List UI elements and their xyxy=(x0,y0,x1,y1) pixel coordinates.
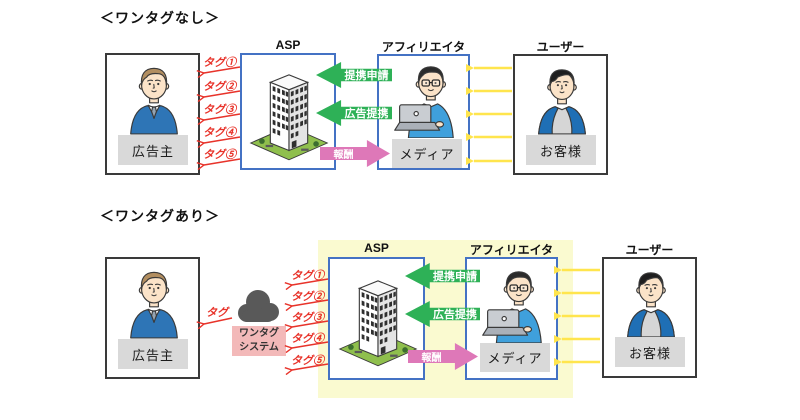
advertiser-label: 広告主 xyxy=(118,135,188,165)
media-label: メディア xyxy=(480,343,550,372)
advertiser-label: 広告主 xyxy=(118,339,188,369)
tag-arrow-label: タグ① xyxy=(203,57,236,69)
businessman-icon xyxy=(130,67,178,135)
affiliater-laptop-icon xyxy=(482,271,542,343)
tag-arrow-label: タグ① xyxy=(291,270,324,282)
user-title: ユーザー xyxy=(536,40,585,54)
onetag-line2: システム xyxy=(239,342,279,353)
user-flow-arrows-top xyxy=(466,64,512,165)
tag-arrow-label: タグ② xyxy=(203,81,236,93)
building-icon xyxy=(338,280,418,367)
section-title-no-onetag: ＜ワンタグなし＞ xyxy=(100,10,220,26)
user-title: ユーザー xyxy=(625,243,674,257)
onetag-system-label: ワンタグ システム xyxy=(232,326,286,356)
advertiser-box: 広告主 xyxy=(105,53,200,175)
affiliater-laptop-icon xyxy=(394,66,454,138)
affiliater-box: メディア xyxy=(377,54,470,170)
onetag-line1: ワンタグ xyxy=(239,327,279,339)
asp-title: ASP xyxy=(364,241,389,255)
building-icon xyxy=(249,74,329,161)
asp-title: ASP xyxy=(275,38,301,52)
advertiser-box: 広告主 xyxy=(105,257,200,379)
tag-arrow-label: タグ④ xyxy=(291,333,324,345)
tag-arrow-label: タグ⑤ xyxy=(203,149,236,161)
user-box: お客様 xyxy=(513,54,608,175)
affiliater-box: メディア xyxy=(465,257,558,380)
customer-label: お客様 xyxy=(615,337,685,367)
tag-arrow-label: タグ② xyxy=(291,291,324,303)
tag-arrow-label: タグ④ xyxy=(203,127,236,139)
cloud-icon xyxy=(238,290,279,322)
tag-arrow-label: タグ③ xyxy=(291,312,324,324)
tag-arrow-label: タグ③ xyxy=(203,104,236,116)
customer-label: お客様 xyxy=(526,135,596,165)
customer-icon xyxy=(627,272,675,338)
tag-arrow-label: タグ⑤ xyxy=(291,355,324,367)
user-box: お客様 xyxy=(602,257,697,378)
customer-icon xyxy=(538,69,586,135)
section-title-with-onetag: ＜ワンタグあり＞ xyxy=(100,208,220,224)
onetag-arrow-label: タグ xyxy=(206,307,228,319)
media-label: メディア xyxy=(392,139,462,168)
businessman-icon xyxy=(130,271,178,339)
